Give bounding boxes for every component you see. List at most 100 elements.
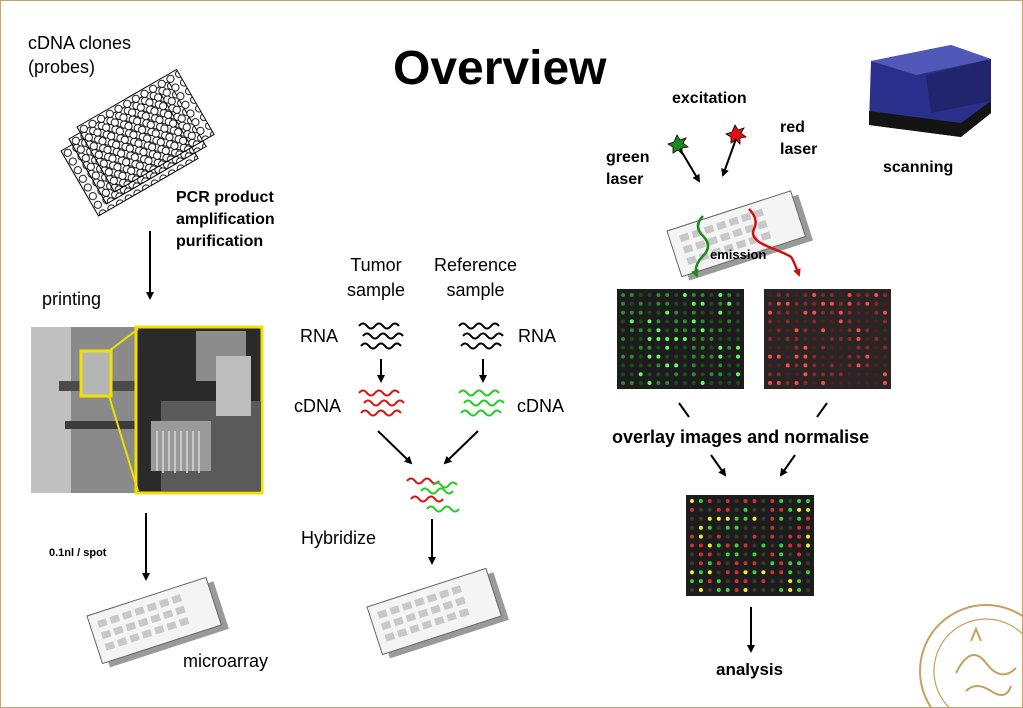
array-spot (682, 310, 687, 315)
array-spot (647, 381, 652, 385)
array-spot (803, 354, 808, 359)
array-spot (709, 363, 714, 368)
array-spot (779, 588, 784, 592)
array-spot (883, 372, 887, 377)
array-spot (690, 543, 694, 548)
array-spot (727, 363, 732, 368)
rna-label-right: RNA (518, 326, 557, 346)
array-spot (785, 363, 790, 368)
array-spot (865, 293, 870, 297)
arrow-overlay-left (710, 454, 727, 477)
array-spot (736, 301, 740, 306)
cdna-clones-label: cDNA clones (probes) (28, 33, 132, 77)
array-spot (674, 337, 679, 341)
array-spot (768, 372, 772, 377)
array-spot (682, 328, 687, 333)
array-spot (856, 319, 861, 324)
array-spot (725, 507, 730, 512)
array-spot (707, 543, 712, 548)
array-spot (883, 293, 887, 297)
array-spot (788, 588, 793, 592)
scanned-slide (666, 190, 814, 281)
array-spot (856, 372, 861, 377)
array-spot (707, 579, 712, 584)
array-spot (709, 328, 714, 333)
array-spot (785, 301, 790, 306)
array-spot (785, 337, 790, 341)
array-spot (621, 345, 625, 350)
array-spot (865, 328, 870, 333)
array-spot (829, 363, 834, 368)
array-spot (718, 337, 723, 341)
array-spot (674, 319, 679, 324)
array-spot (752, 579, 757, 584)
array-spot (797, 507, 802, 512)
array-spot (698, 570, 703, 575)
array-spot (770, 507, 775, 512)
green-laser-label: green laser (606, 149, 650, 188)
overlay-label: overlay images and normalise (612, 427, 870, 447)
array-spot (785, 354, 790, 359)
array-spot (874, 354, 879, 359)
array-spot (874, 345, 879, 350)
array-spot (656, 293, 661, 297)
array-spot (794, 310, 799, 315)
array-spot (734, 507, 739, 512)
array-spot (725, 516, 730, 521)
array-spot (785, 381, 790, 385)
array-spot (883, 328, 887, 333)
array-spot (700, 381, 705, 385)
array-spot (682, 354, 687, 359)
array-spot (656, 337, 661, 341)
array-spot (734, 543, 739, 548)
array-spot (812, 354, 817, 359)
array-spot (647, 293, 652, 297)
array-spot (883, 310, 887, 315)
array-spot (779, 507, 784, 512)
array-spot (698, 561, 703, 566)
array-spot (874, 372, 879, 377)
array-spot (736, 319, 740, 324)
excitation-label: excitation (672, 90, 747, 107)
array-spot (776, 310, 781, 315)
array-spot (709, 372, 714, 377)
array-spot (743, 543, 748, 548)
array-spot (856, 354, 861, 359)
array-spot (838, 345, 843, 350)
array-spot (621, 301, 625, 306)
array-spot (779, 579, 784, 584)
array-spot (691, 328, 696, 333)
array-spot (776, 345, 781, 350)
array-spot (761, 561, 766, 566)
array-spot (797, 552, 802, 557)
array-spot (788, 507, 793, 512)
array-spot (727, 337, 732, 341)
array-spot (727, 319, 732, 324)
array-spot (803, 345, 808, 350)
array-spot (761, 525, 766, 530)
array-spot (629, 337, 634, 341)
array-spot (770, 561, 775, 566)
array-spot (638, 337, 643, 341)
array-spot (856, 337, 861, 341)
array-spot (718, 354, 723, 359)
array-spot (770, 543, 775, 548)
array-spot (638, 354, 643, 359)
array-spot (821, 293, 826, 297)
array-spot (656, 363, 661, 368)
array-spot (794, 301, 799, 306)
array-spot (698, 525, 703, 530)
array-spot (698, 499, 703, 503)
array-spot (727, 328, 732, 333)
array-spot (665, 337, 670, 341)
printing-label: printing (42, 289, 102, 309)
array-spot (806, 543, 810, 548)
array-spot (874, 310, 879, 315)
array-spot (761, 499, 766, 503)
array-spot (736, 293, 740, 297)
array-spot (865, 310, 870, 315)
array-spot (690, 499, 694, 503)
array-spot (698, 534, 703, 539)
array-spot (647, 328, 652, 333)
array-spot (883, 337, 887, 341)
